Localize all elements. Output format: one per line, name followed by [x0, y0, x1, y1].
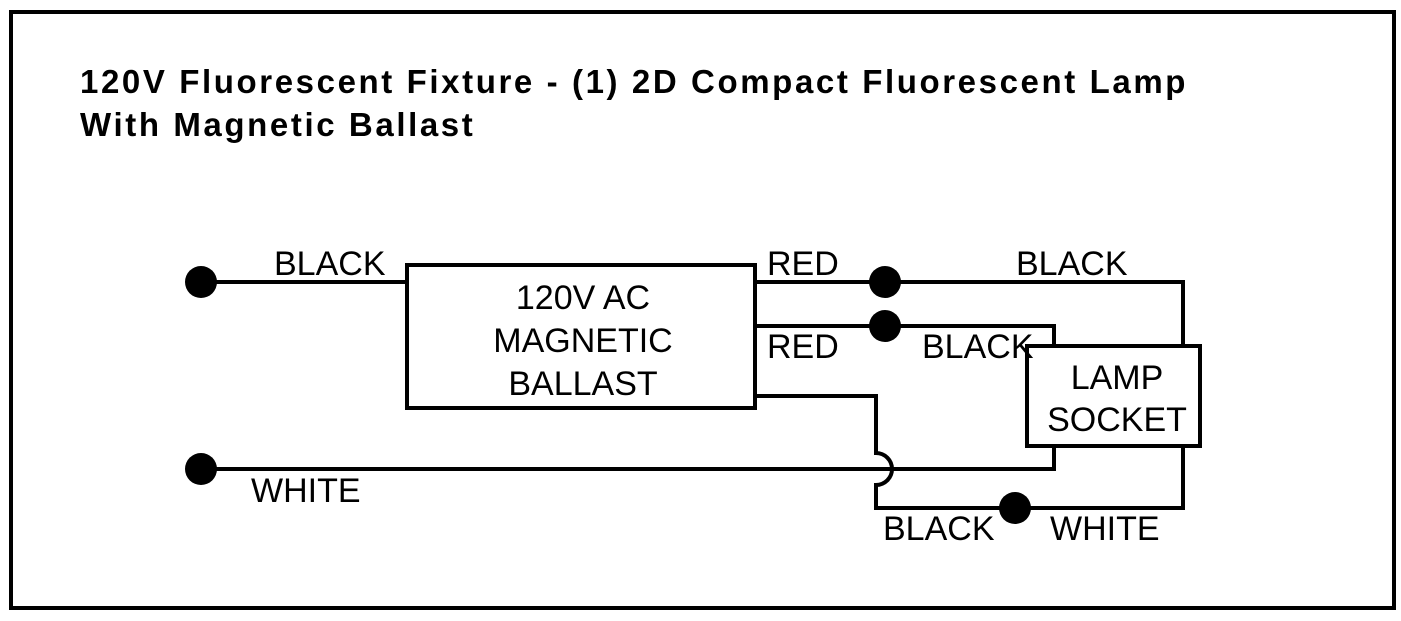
diagram-frame [9, 10, 1396, 610]
label-supply-white: WHITE [251, 472, 361, 510]
ballast-label-line-2: MAGNETIC [493, 322, 672, 360]
label-socket-black-top: BLACK [1016, 245, 1128, 283]
bottom-junction [999, 492, 1031, 524]
red-top-junction [869, 266, 901, 298]
label-supply-black: BLACK [274, 245, 386, 283]
label-socket-white-bottom: WHITE [1050, 510, 1160, 548]
ballast-black-bottom-wire [755, 394, 1185, 510]
label-red-bottom: RED [767, 328, 839, 366]
socket-label-line-2: SOCKET [1047, 401, 1187, 439]
label-red-top: RED [767, 245, 839, 283]
ballast-label-line-1: 120V AC [516, 279, 650, 317]
label-ballast-black-bottom: BLACK [883, 510, 995, 548]
red-bottom-junction [869, 310, 901, 342]
diagram-title: 120V Fluorescent Fixture - (1) 2D Compac… [80, 60, 1188, 146]
lamp-socket-box [1025, 344, 1202, 448]
socket-label-line-1: LAMP [1071, 359, 1164, 397]
supply-white-terminal [185, 453, 217, 485]
ballast-box [405, 263, 757, 410]
title-line-1: 120V Fluorescent Fixture - (1) 2D Compac… [80, 63, 1189, 100]
title-line-2: With Magnetic Ballast [80, 106, 476, 143]
label-socket-black-middle: BLACK [922, 328, 1034, 366]
supply-black-terminal [185, 266, 217, 298]
ballast-label-line-3: BALLAST [508, 365, 657, 403]
